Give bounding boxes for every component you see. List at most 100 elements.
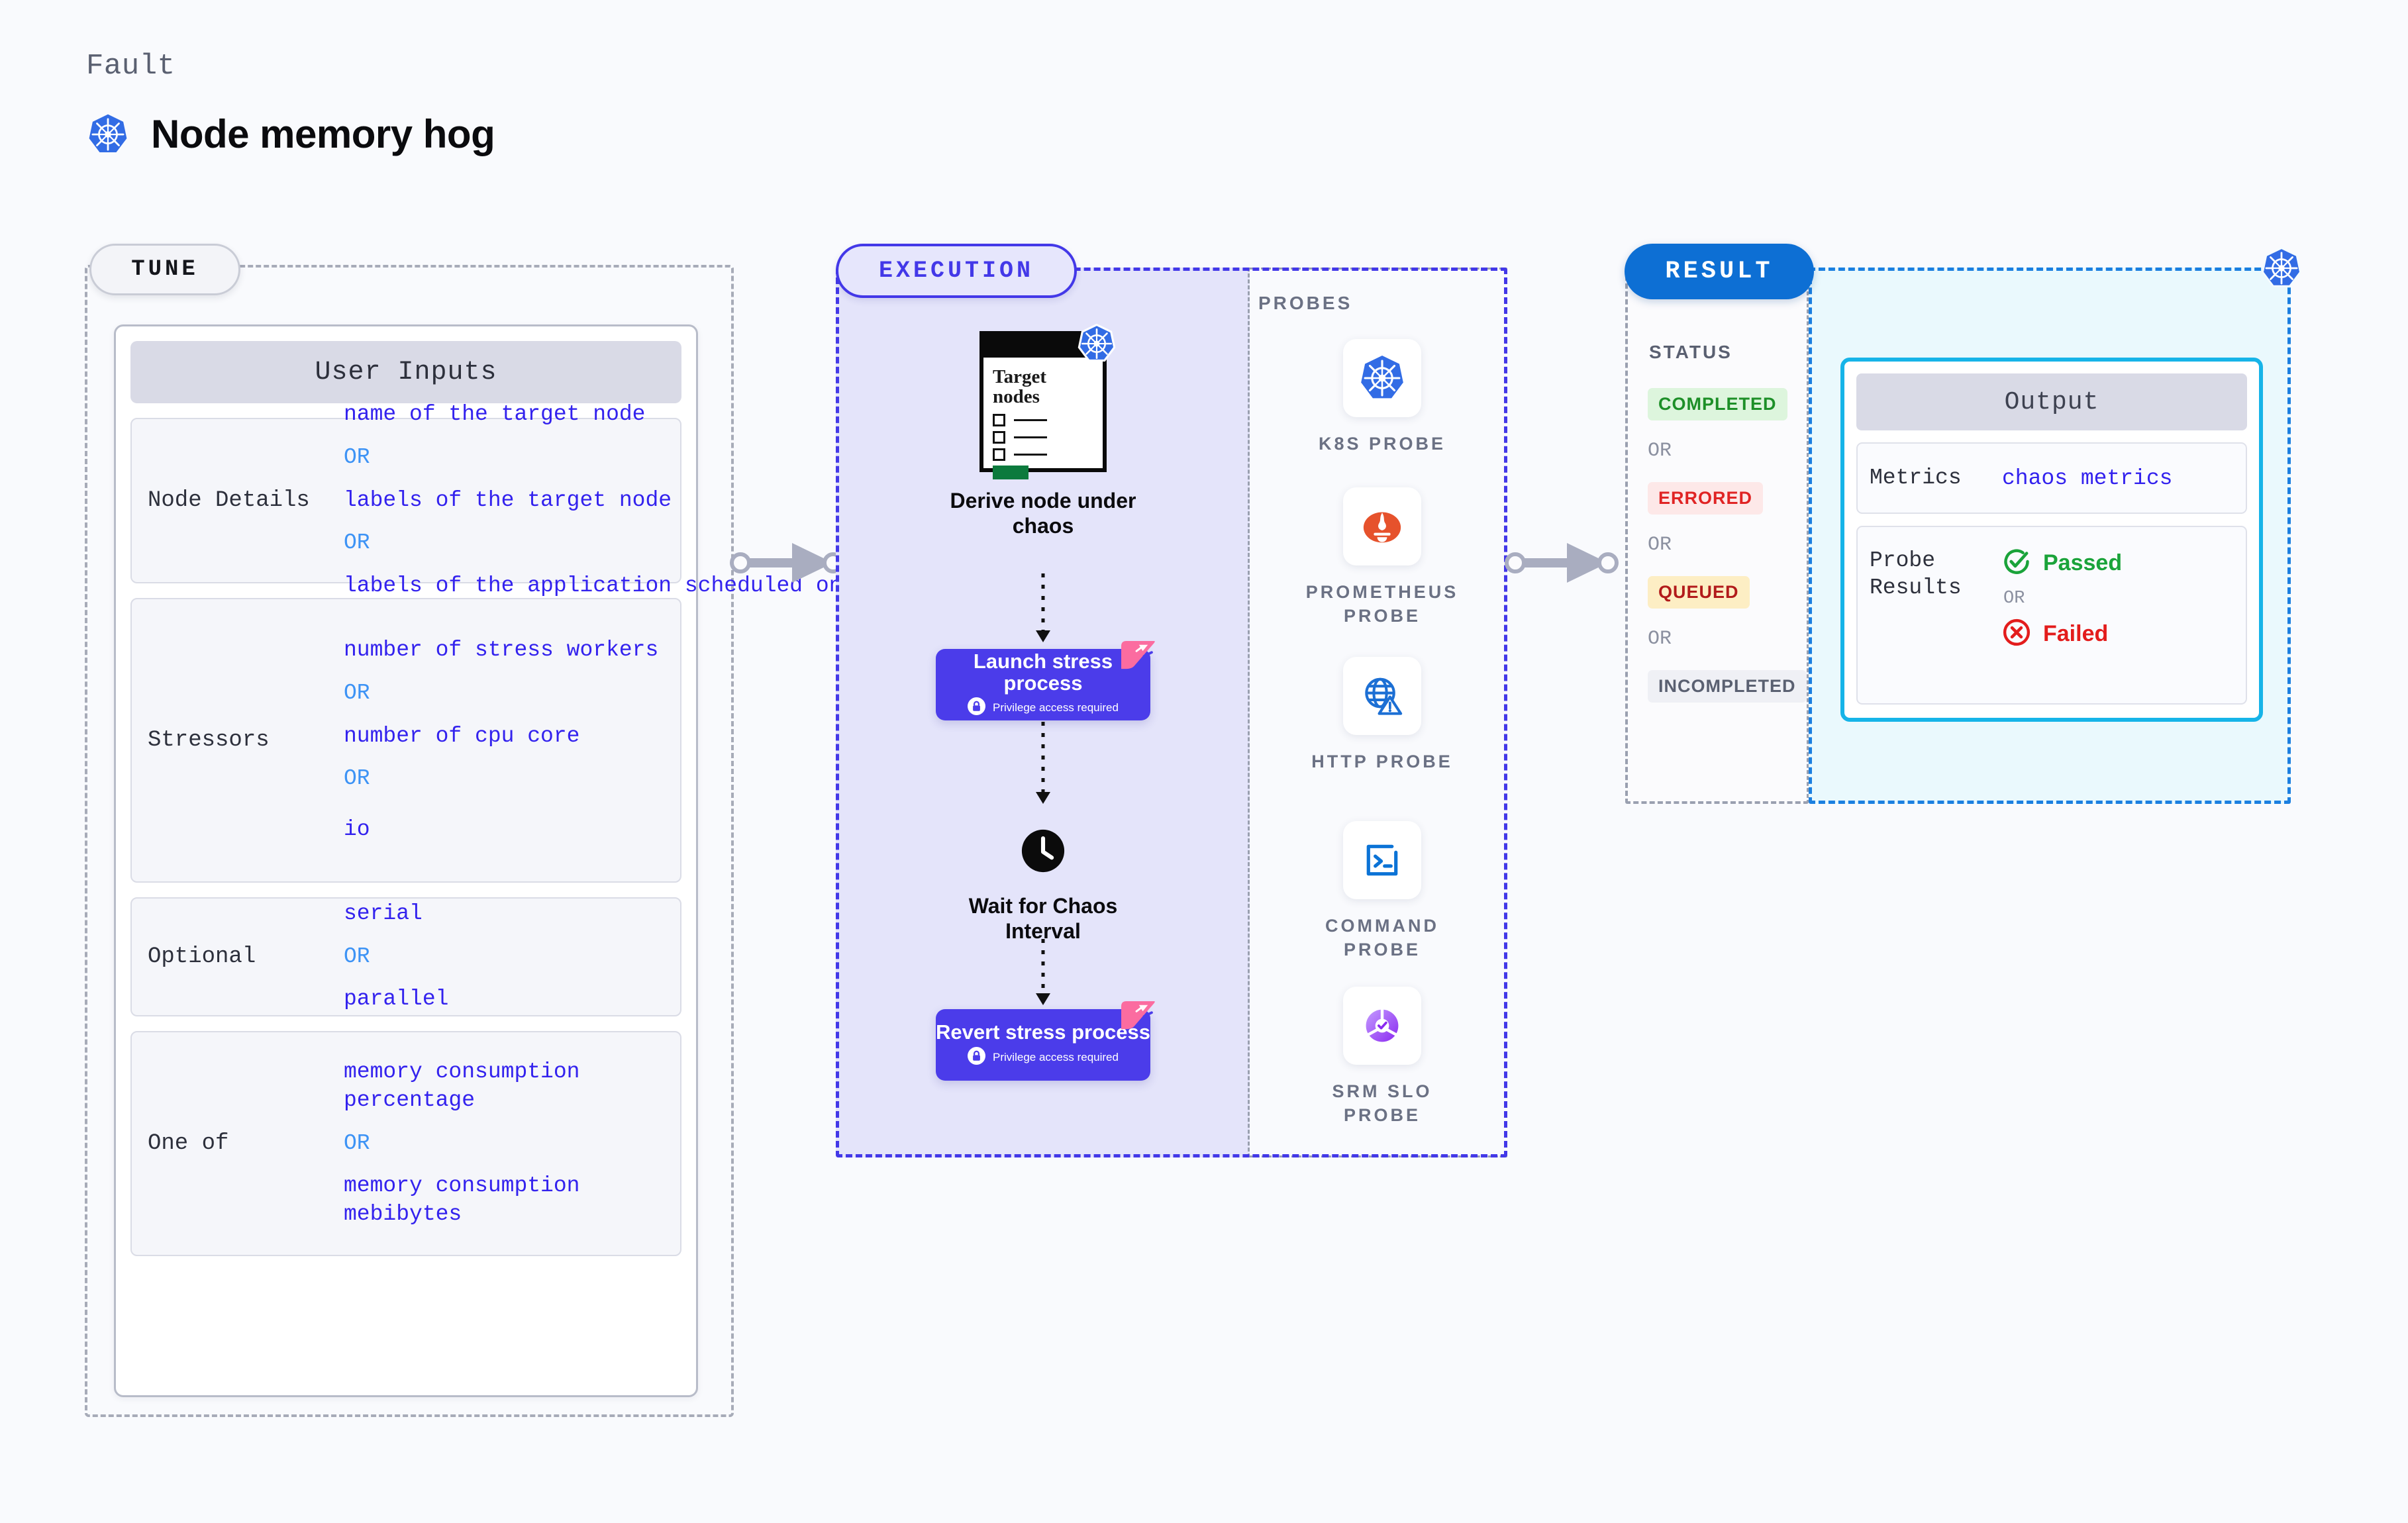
- input-option: serial: [344, 901, 423, 926]
- output-card: Output Metrics chaos metrics Probe Resul…: [1840, 358, 2263, 722]
- input-values: number of stress workers OR number of cp…: [344, 636, 667, 844]
- status-badge-completed: COMPLETED: [1648, 388, 1787, 420]
- selected-bar: [993, 465, 1028, 479]
- step-caption: Wait for Chaos Interval: [968, 894, 1118, 944]
- passed-label: Passed: [2043, 550, 2123, 575]
- input-option: name of the target node: [344, 401, 646, 426]
- probe-label: PROMETHEUS PROBE: [1305, 582, 1459, 626]
- derive-node-step: Target nodes: [940, 323, 1146, 539]
- input-row-optional: Optional serial OR parallel: [130, 897, 681, 1016]
- connector-execution-to-result: [1505, 543, 1619, 583]
- output-row-probe-results: Probe Results Passed OR: [1856, 526, 2247, 705]
- input-row-node-details: Node Details name of the target node OR …: [130, 402, 999, 598]
- or-separator: OR: [344, 766, 370, 791]
- status-badge-errored: ERRORED: [1648, 482, 1764, 515]
- privilege-note: Privilege access required: [993, 701, 1119, 714]
- result-badge: RESULT: [1625, 244, 1814, 299]
- placeholder-line: [1014, 453, 1047, 456]
- or-separator: OR: [1648, 628, 1672, 650]
- input-label: Optional: [148, 944, 256, 969]
- flow-arrow-wait-to-revert: [1036, 939, 1050, 1005]
- launch-stress-process-node[interactable]: Launch stress process Privilege access r…: [936, 641, 1155, 720]
- node-title: Revert stress process: [936, 1020, 1150, 1044]
- privilege-note-row: Privilege access required: [968, 697, 1119, 718]
- node-checklist: [993, 413, 1103, 479]
- wait-chaos-interval-step: Wait for Chaos Interval: [940, 828, 1146, 944]
- privilege-note: Privilege access required: [993, 1050, 1119, 1063]
- probe-label: SRM SLO PROBE: [1332, 1081, 1432, 1126]
- checkbox-icon: [993, 413, 1005, 426]
- probes-title: PROBES: [1258, 293, 1353, 313]
- checkbox-icon: [993, 448, 1005, 461]
- probe-http[interactable]: HTTP PROBE: [1293, 657, 1472, 773]
- output-row-metrics: Metrics chaos metrics: [1856, 442, 2247, 514]
- or-separator: OR: [344, 1130, 370, 1155]
- execution-badge: EXECUTION: [836, 244, 1077, 298]
- tune-badge: TUNE: [89, 244, 240, 295]
- placeholder-line: [1014, 436, 1047, 438]
- probe-k8s[interactable]: K8S PROBE: [1293, 339, 1472, 456]
- input-row-one-of: One of memory consumption percentage OR …: [130, 1031, 681, 1256]
- or-separator: OR: [1648, 440, 1672, 462]
- kubernetes-icon: [1343, 339, 1421, 417]
- connector-tune-to-execution: [730, 543, 844, 583]
- input-row-stressors: Stressors number of stress workers OR nu…: [130, 598, 681, 883]
- input-option: labels of the target node: [344, 487, 672, 513]
- check-circle-icon: [2002, 547, 2031, 579]
- user-inputs-card: User Inputs Node Details name of the tar…: [114, 324, 999, 1397]
- input-values: serial OR parallel: [344, 900, 667, 1014]
- kubernetes-icon: [86, 113, 130, 156]
- revert-stress-process-node[interactable]: Revert stress process Privilege access r…: [936, 1001, 1155, 1081]
- probe-srm-slo[interactable]: SRM SLO PROBE: [1293, 987, 1472, 1128]
- probe-result-failed: Failed: [2002, 618, 2122, 650]
- input-option: number of stress workers: [344, 637, 659, 662]
- probe-result-passed: Passed: [2002, 547, 2122, 579]
- probe-label: COMMAND PROBE: [1325, 916, 1439, 960]
- or-separator: OR: [344, 680, 370, 705]
- checklist-item: [993, 448, 1103, 461]
- input-label: One of: [148, 1130, 229, 1156]
- status-title: STATUS: [1649, 342, 1732, 362]
- clock-icon: [1020, 828, 1066, 877]
- probe-label: K8S PROBE: [1318, 434, 1446, 454]
- flow-arrow-launch-to-wait: [1036, 722, 1050, 804]
- privilege-note-row: Privilege access required: [968, 1046, 1119, 1068]
- execution-zone: [836, 268, 1507, 1157]
- corner-ribbon-icon: [1121, 641, 1155, 669]
- corner-ribbon-icon: [1121, 1001, 1155, 1030]
- flow-arrow-derive-to-launch: [1036, 573, 1050, 642]
- status-badge-queued: QUEUED: [1648, 576, 1750, 609]
- or-separator: OR: [344, 944, 370, 969]
- terminal-icon: [1343, 821, 1421, 899]
- input-option: parallel: [344, 987, 449, 1012]
- or-separator: OR: [344, 444, 370, 469]
- lock-icon: [968, 697, 986, 718]
- input-option: memory consumption mebibytes: [344, 1173, 580, 1227]
- card-body: Target nodes: [983, 358, 1103, 479]
- kubernetes-icon: [1076, 323, 1117, 368]
- checklist-item: [993, 430, 1103, 444]
- failed-label: Failed: [2043, 621, 2109, 646]
- or-separator: OR: [1648, 534, 1672, 556]
- probe-label: HTTP PROBE: [1311, 752, 1453, 771]
- probe-prometheus[interactable]: PROMETHEUS PROBE: [1293, 487, 1472, 628]
- output-title: Output: [1856, 373, 2247, 430]
- lock-icon: [968, 1046, 986, 1068]
- result-status-zone: [1625, 268, 1809, 804]
- output-value: chaos metrics: [2002, 466, 2173, 491]
- page-title: Node memory hog: [151, 112, 495, 156]
- tune-zone: [85, 265, 734, 1417]
- kubernetes-icon: [2260, 246, 2303, 293]
- probe-command[interactable]: COMMAND PROBE: [1293, 821, 1472, 962]
- x-circle-icon: [2002, 618, 2031, 650]
- input-values: memory consumption percentage OR memory …: [344, 1058, 667, 1229]
- probe-result-values: Passed OR Failed: [2002, 547, 2122, 650]
- checklist-item: [993, 413, 1103, 426]
- fault-title-row: Node memory hog: [86, 111, 495, 157]
- output-label: Metrics: [1870, 466, 1962, 491]
- or-separator: OR: [344, 530, 370, 556]
- target-nodes-title: Target nodes: [993, 366, 1047, 408]
- prometheus-icon: [1343, 487, 1421, 565]
- checkbox-icon: [993, 430, 1005, 444]
